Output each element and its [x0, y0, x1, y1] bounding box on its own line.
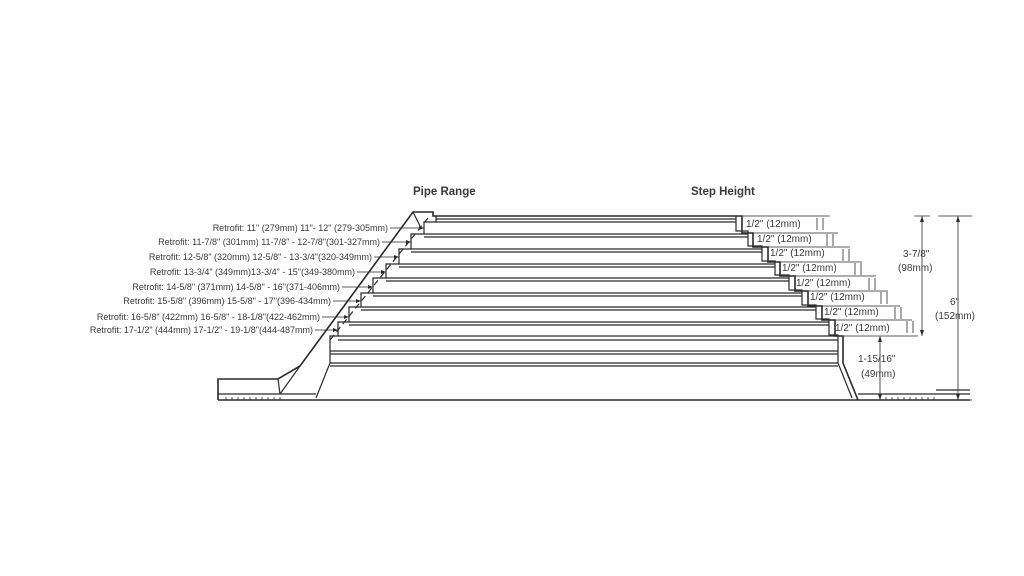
pipe-range-label: Retrofit: 17-1/2" (444mm) 17-1/2" - 19-1… — [90, 325, 313, 335]
step-height-label: 1/2" (12mm) — [796, 278, 851, 289]
base-height-mm: (49mm) — [861, 369, 895, 380]
pipe-range-label: Retrofit: 11" (279mm) 11"- 12" (279-305m… — [213, 223, 388, 233]
step-height-label: 1/2" (12mm) — [810, 292, 865, 303]
base-height-inches: 1-15/16" — [858, 354, 896, 365]
pipe-range-label: Retrofit: 15-5/8" (396mm) 15-5/8" - 17"(… — [123, 296, 331, 306]
pipe-range-label: Retrofit: 14-5/8" (371mm) 14-5/8" - 16"(… — [132, 282, 340, 292]
step-height-label: 1/2" (12mm) — [835, 323, 890, 334]
overall-height-mm: (152mm) — [935, 311, 975, 322]
steps-total-mm: (98mm) — [898, 263, 932, 274]
step-height-label: 1/2" (12mm) — [757, 234, 812, 245]
pipe-range-label: Retrofit: 13-3/4" (349mm)13-3/4" - 15"(3… — [150, 267, 355, 277]
pipe-range-label: Retrofit: 12-5/8" (320mm) 12-5/8" - 13-3… — [149, 252, 372, 262]
steps-total-inches: 3-7/8" — [903, 249, 930, 260]
step-height-label: 1/2" (12mm) — [824, 307, 879, 318]
overall-dimensions: 3-7/8" (98mm) 6" (152mm) 1-15/16" (49mm) — [858, 215, 975, 401]
pipe-range-labels: Retrofit: 11" (279mm) 11"- 12" (279-305m… — [90, 217, 429, 341]
pipe-range-label: Retrofit: 11-7/8" (301mm) 11-7/8" - 12-7… — [158, 237, 380, 247]
pipe-range-label: Retrofit: 16-5/8" (422mm) 16-5/8" - 18-1… — [97, 312, 320, 322]
pipe-range-header: Pipe Range — [413, 186, 476, 198]
step-height-labels: 1/2" (12mm) 1/2" (12mm) 1/2" (12mm) 1/2"… — [742, 215, 918, 337]
step-height-label: 1/2" (12mm) — [770, 248, 825, 259]
overall-height-inches: 6" — [950, 297, 960, 308]
step-height-label: 1/2" (12mm) — [746, 219, 801, 230]
step-height-label: 1/2" (12mm) — [782, 263, 837, 274]
step-height-header: Step Height — [691, 186, 755, 198]
stepped-boot-profile — [217, 211, 970, 401]
